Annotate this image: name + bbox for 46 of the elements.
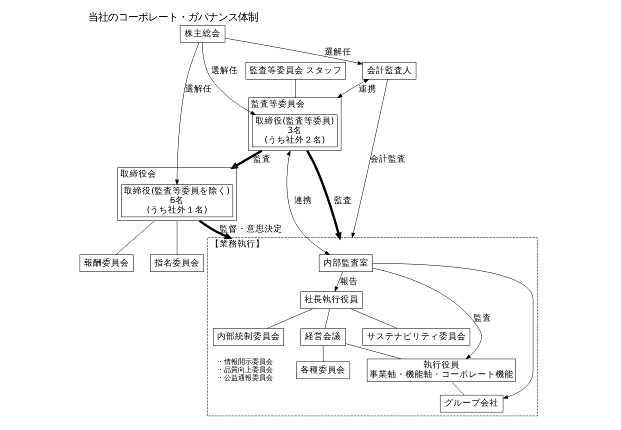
arrow: [334, 272, 343, 292]
connector: [295, 79, 296, 98]
node-box: 会計監査人: [362, 62, 416, 80]
arrow: [372, 268, 482, 360]
arrow: [306, 150, 342, 241]
connector: [322, 345, 324, 362]
connector: [350, 308, 398, 329]
edge-label: 連携: [358, 84, 376, 94]
node-box: グループ会社: [440, 394, 504, 412]
node-box: 株主総会: [180, 25, 226, 43]
edge-label: 報告: [340, 276, 358, 287]
diagram-title: 当社のコーポレート・ガバナンス体制: [88, 11, 258, 24]
arrow: [224, 38, 363, 65]
arrow: [202, 42, 256, 115]
node-box: 内部監査室: [318, 254, 373, 272]
edge-label: 会計監査: [370, 154, 406, 164]
node-box: 監査等委員会 スタッフ: [246, 62, 346, 80]
edge-label: 選解任: [185, 84, 212, 94]
node-box: 執行役員 事業軸・機能軸・コーポレート機能: [366, 358, 516, 382]
arrow: [286, 150, 330, 255]
arrow: [372, 263, 534, 399]
node-box: 取締役(監査等委員を除く) 6名 (うち社外１名): [121, 184, 234, 218]
node-box: 経営会議: [300, 328, 346, 346]
node-box: 内部統制委員会: [212, 328, 284, 346]
connector: [266, 308, 314, 329]
arrow: [230, 150, 262, 170]
connector: [116, 220, 156, 255]
node-box: 取締役(監査等委員) 3名 (うち社外２名): [252, 114, 338, 148]
node-box: 社長執行役員: [300, 291, 363, 309]
arrow: [351, 79, 388, 238]
edge-label: 選解任: [211, 66, 238, 76]
edge-label: 選解任: [324, 47, 352, 58]
node-box: 指名委員会: [150, 254, 204, 272]
edge-label: 監査: [474, 314, 492, 324]
arrow: [198, 220, 232, 239]
node-box: サステナビリティ委員会: [362, 328, 470, 346]
connector: [324, 308, 330, 329]
arrow: [175, 42, 200, 185]
connector: [176, 220, 178, 255]
node-box: 報酬委員会: [80, 254, 134, 272]
arrow: [337, 79, 370, 98]
edge-label: 連携: [294, 196, 312, 206]
node-box: 各種委員会: [296, 362, 350, 380]
edge-label: 監督・意思決定: [220, 224, 283, 234]
edge-label: 監査: [334, 196, 352, 206]
connector: [451, 382, 464, 396]
